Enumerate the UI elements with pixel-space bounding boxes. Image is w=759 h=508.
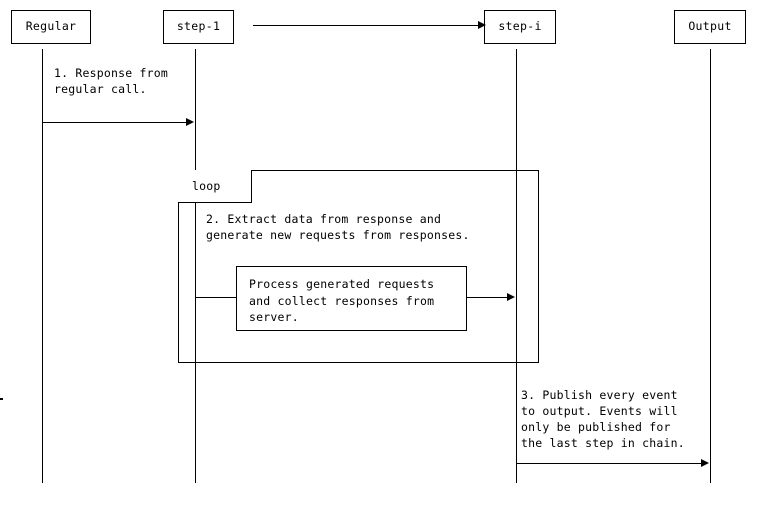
message-regular-to-step1-arrowhead — [186, 118, 194, 126]
message-regular-to-step1-line — [42, 122, 187, 123]
participant-step-1[interactable]: step-1 — [163, 10, 234, 44]
loop-fragment-box — [178, 170, 539, 363]
lifeline-output — [710, 49, 711, 483]
message-stepi-to-output-line — [516, 463, 702, 464]
note-extract-data-generate-requests: 2. Extract data from response and genera… — [206, 212, 470, 242]
participant-step-i[interactable]: step-i — [484, 10, 556, 44]
participant-regular-label: Regular — [25, 19, 77, 34]
message-stepi-to-output-arrowhead — [701, 459, 709, 467]
participant-output[interactable]: Output — [674, 10, 746, 44]
message-loop-left-segment — [195, 297, 237, 298]
note-publish-every-event: 3. Publish every event to output. Events… — [521, 388, 685, 450]
message-step1-to-stepi-header-arrowhead — [478, 21, 486, 29]
lifeline-step-1 — [195, 49, 196, 483]
message-loop-to-stepi-arrowhead — [507, 293, 515, 301]
lifeline-step-i — [516, 49, 517, 483]
left-edge-artifact — [0, 398, 3, 400]
loop-fragment-label: loop — [192, 179, 221, 193]
participant-regular[interactable]: Regular — [11, 10, 91, 44]
lifeline-regular — [42, 49, 43, 483]
participant-output-label: Output — [688, 19, 732, 34]
participant-step-i-label: step-i — [498, 19, 542, 34]
note-response-from-regular-call: 1. Response from regular call. — [54, 66, 168, 96]
message-loop-right-segment — [467, 297, 509, 298]
participant-step-1-label: step-1 — [176, 19, 221, 34]
note-process-generated-requests: Process generated requests and collect r… — [236, 266, 467, 331]
message-step1-to-stepi-header-line — [253, 25, 480, 26]
loop-fragment-label-box[interactable]: loop — [178, 170, 252, 203]
